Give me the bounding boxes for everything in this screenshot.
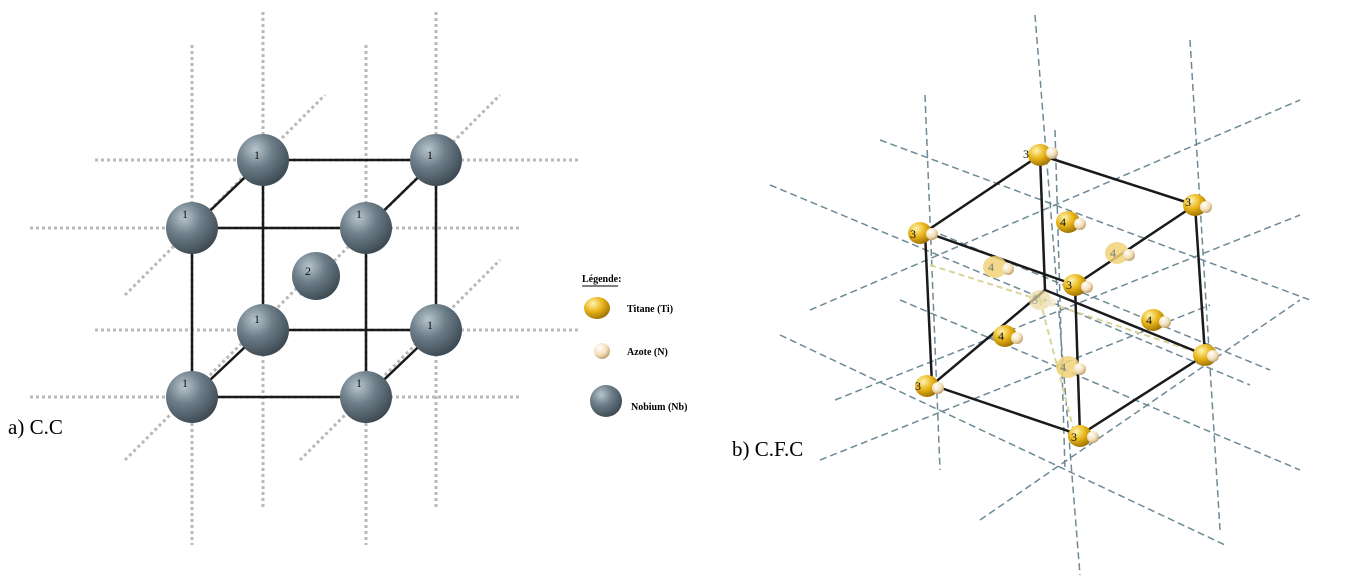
cfc-atom-label: 3 — [1066, 278, 1072, 292]
cc-corner-atom: 1 — [340, 202, 392, 254]
cc-corner-atom: 1 — [237, 304, 289, 356]
cfc-face-atom: 4 — [993, 325, 1023, 347]
cfc-corner-atom: 3 — [1063, 274, 1093, 296]
cfc-atom-label: 4 — [1146, 313, 1152, 327]
cfc-atom-label: 3 — [1071, 430, 1077, 444]
niobium-atom-icon — [590, 385, 622, 417]
cc-corner-atom: 1 — [166, 371, 218, 423]
cfc-face-atom: 4 — [1141, 309, 1171, 331]
cfc-corner-atom: 3 — [915, 375, 944, 397]
cfc-face-atom: 4 — [983, 256, 1014, 278]
legend-label-nitrogen: Azote (N) — [627, 347, 668, 358]
legend-label-niobium: Nobium (Nb) — [631, 402, 687, 413]
cfc-atom-label: 4 — [998, 329, 1004, 343]
cfc-atom-label: 4 — [1110, 246, 1116, 260]
cfc-cell-edges — [923, 153, 1207, 437]
cc-corner-atom: 1 — [340, 371, 392, 423]
nitrogen-atom-icon — [594, 343, 610, 359]
cc-atom-label: 1 — [254, 312, 260, 326]
cfc-face-atom: 4 — [1056, 356, 1086, 378]
legend-label-titanium: Titane (Ti) — [627, 304, 673, 315]
titanium-atom-icon — [584, 297, 610, 319]
cfc-hidden-edges — [929, 264, 1206, 436]
cfc-atom-label: 3 — [1185, 195, 1191, 209]
caption-cfc: b) C.F.C — [732, 437, 804, 461]
cc-center-atom-label: 2 — [305, 264, 311, 278]
cfc-atom-label: 3 — [915, 379, 921, 393]
cc-lattice-diagram: 2 1 1 1 1 1 1 1 — [30, 12, 580, 545]
cc-corner-atom: 1 — [166, 202, 218, 254]
legend-title: Légende: — [582, 274, 621, 285]
cfc-corner-atom: 3 — [1183, 194, 1212, 216]
cc-corner-atom: 1 — [410, 134, 462, 186]
cc-cell-edges — [190, 158, 438, 399]
cfc-corner-atom — [1193, 344, 1219, 366]
cfc-face-atom: 4 — [1105, 242, 1135, 264]
cfc-corner-atom: 3 — [1023, 144, 1058, 166]
cc-atom-label: 1 — [254, 148, 260, 162]
cfc-atom-label: 4 — [1060, 360, 1066, 374]
legend-item-niobium: Nobium (Nb) — [590, 385, 687, 417]
cfc-atom-label: 3 — [1032, 293, 1038, 307]
cc-center-atom: 2 — [292, 252, 340, 300]
caption-cc: a) C.C — [8, 415, 63, 439]
cfc-face-atom: 4 — [1056, 211, 1086, 233]
cfc-lattice-diagram: 3 3 3 3 3 3 — [769, 14, 1311, 576]
cfc-corner-atom: 3 — [908, 222, 938, 244]
cfc-atom-label: 4 — [1060, 215, 1066, 229]
cc-atom-label: 1 — [427, 318, 433, 332]
cc-atom-label: 1 — [182, 376, 188, 390]
cc-atom-label: 1 — [427, 148, 433, 162]
legend-item-nitrogen: Azote (N) — [594, 343, 668, 359]
cc-atom-label: 1 — [356, 376, 362, 390]
cc-corner-atom: 1 — [237, 134, 289, 186]
cfc-atom-label: 3 — [910, 227, 916, 241]
cfc-atom-label: 3 — [1023, 147, 1029, 161]
cc-atom-label: 1 — [182, 207, 188, 221]
legend: Légende: Titane (Ti) Azote (N) Nobium (N… — [582, 274, 687, 417]
legend-item-titanium: Titane (Ti) — [584, 297, 673, 319]
cc-atom-label: 1 — [356, 207, 362, 221]
cfc-corner-atom: 3 — [1029, 290, 1056, 310]
cc-corner-atom: 1 — [410, 304, 462, 356]
cfc-atom-label: 4 — [988, 260, 994, 274]
cfc-corner-atom: 3 — [1068, 425, 1099, 447]
